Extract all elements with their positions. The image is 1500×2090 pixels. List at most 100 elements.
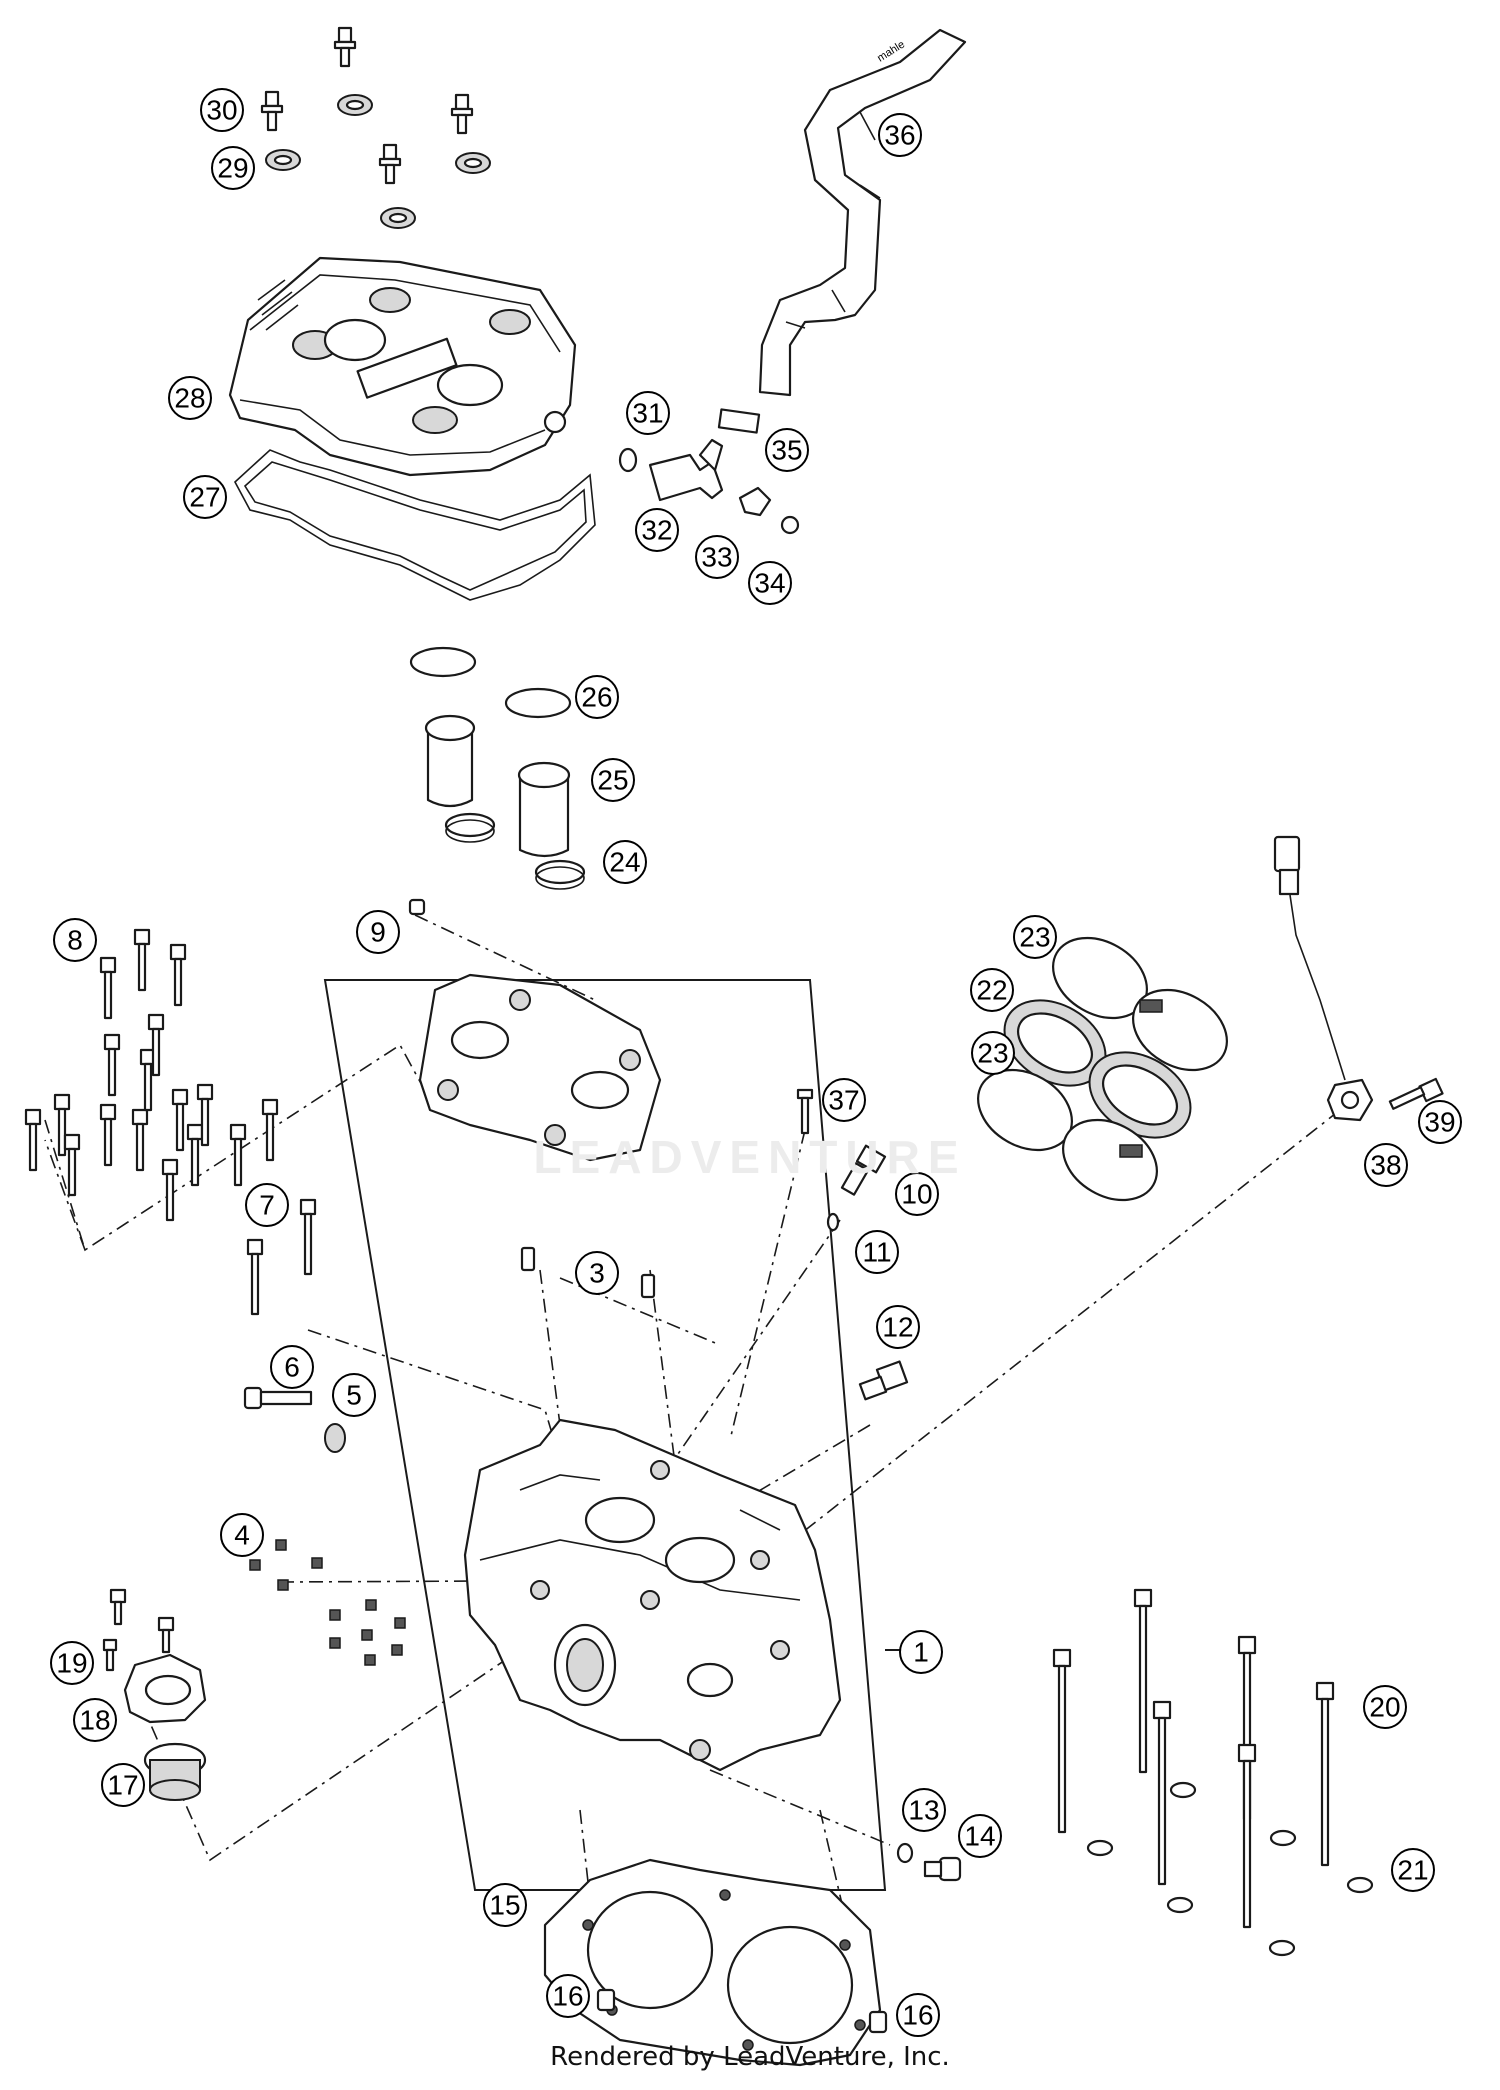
svg-text:13: 13: [908, 1795, 939, 1826]
bolt-39: [1388, 1077, 1444, 1110]
callout-4: 4: [220, 1513, 264, 1557]
svg-text:39: 39: [1424, 1107, 1455, 1138]
thermostat-housing: [102, 1588, 207, 1801]
svg-text:19: 19: [56, 1648, 87, 1679]
svg-text:9: 9: [370, 917, 386, 948]
callout-25: 25: [591, 758, 635, 802]
screw-37: [796, 1088, 814, 1135]
watermark: LEADVENTURE: [533, 1131, 967, 1183]
callout-37: 37: [822, 1078, 866, 1122]
svg-text:34: 34: [754, 568, 785, 599]
callout-31: 31: [626, 391, 670, 435]
svg-text:12: 12: [882, 1312, 913, 1343]
callout-19: 19: [50, 1641, 94, 1685]
callout-18: 18: [73, 1698, 117, 1742]
callout-12: 12: [876, 1305, 920, 1349]
callout-39: 39: [1418, 1100, 1462, 1144]
cylinder-head-frame: [323, 979, 887, 1891]
svg-text:35: 35: [771, 435, 802, 466]
svg-text:6: 6: [284, 1352, 300, 1383]
svg-text:29: 29: [217, 153, 248, 184]
camshaft-carrier: [408, 898, 662, 1162]
svg-text:36: 36: [884, 120, 915, 151]
callout-16-right: 16: [896, 1993, 940, 2037]
svg-text:32: 32: [641, 515, 672, 546]
callout-7: 7: [245, 1183, 289, 1227]
spark-plug-sleeves: [409, 646, 586, 890]
svg-text:16: 16: [552, 1981, 583, 2012]
callout-29: 29: [211, 146, 255, 190]
knock-sensor: [1273, 835, 1374, 1122]
banjo-bolt: [243, 1386, 313, 1410]
callout-20: 20: [1363, 1685, 1407, 1729]
callout-17: 17: [101, 1763, 145, 1807]
head-bolts-7: [246, 1198, 317, 1316]
svg-text:1: 1: [913, 1637, 929, 1668]
svg-text:33: 33: [701, 542, 732, 573]
callout-32: 32: [635, 508, 679, 552]
svg-text:30: 30: [206, 95, 237, 126]
cylinder-head: [463, 1418, 842, 1772]
svg-text:27: 27: [189, 482, 220, 513]
callout-28: 28: [168, 376, 212, 420]
callout-24: 24: [603, 840, 647, 884]
valve-cover: [228, 256, 577, 477]
svg-text:14: 14: [964, 1821, 995, 1852]
callout-10: 10: [895, 1172, 939, 1216]
callout-8: 8: [53, 918, 97, 962]
svg-text:15: 15: [489, 1890, 520, 1921]
svg-text:26: 26: [581, 682, 612, 713]
svg-text:11: 11: [862, 1237, 891, 1268]
callout-22: 22: [970, 968, 1014, 1012]
callout-6: 6: [270, 1345, 314, 1389]
svg-text:5: 5: [346, 1380, 362, 1411]
svg-text:23: 23: [1019, 922, 1050, 953]
svg-text:18: 18: [79, 1705, 110, 1736]
plug-14: [923, 1856, 962, 1882]
valve-cover-gasket: [234, 449, 596, 601]
callout-23-top: 23: [1013, 915, 1057, 959]
callout-30: 30: [200, 88, 244, 132]
svg-text:37: 37: [828, 1085, 859, 1116]
o-ring-11: [826, 1212, 840, 1232]
callout-15: 15: [483, 1883, 527, 1927]
callout-26: 26: [575, 675, 619, 719]
callout-35: 35: [765, 428, 809, 472]
svg-text:7: 7: [259, 1190, 275, 1221]
svg-text:31: 31: [632, 398, 663, 429]
valve-cover-bolts: [260, 26, 491, 229]
callout-11: 11: [855, 1230, 899, 1274]
svg-text:24: 24: [609, 847, 640, 878]
callout-9: 9: [356, 910, 400, 954]
svg-text:22: 22: [976, 975, 1007, 1006]
cylinder-head-bolts: [24, 928, 279, 1222]
head-gasket: [543, 1858, 882, 2067]
svg-text:28: 28: [174, 383, 205, 414]
dowel-pin: [640, 1273, 656, 1299]
breather-fittings: [618, 408, 800, 535]
seal-ring-13: [896, 1842, 914, 1864]
dowel-pin: [520, 1246, 536, 1272]
callout-1: 1: [899, 1630, 943, 1674]
callout-27: 27: [183, 475, 227, 519]
footer-credit: Rendered by LeadVenture, Inc.: [550, 2042, 950, 2072]
temperature-sensor: [840, 1144, 887, 1196]
callout-21: 21: [1391, 1848, 1435, 1892]
callout-33: 33: [695, 535, 739, 579]
svg-text:21: 21: [1397, 1855, 1428, 1886]
sealing-washer: [324, 1423, 346, 1453]
svg-text:3: 3: [589, 1258, 605, 1289]
callout-14: 14: [958, 1814, 1002, 1858]
svg-text:38: 38: [1370, 1150, 1401, 1181]
svg-text:20: 20: [1369, 1692, 1400, 1723]
callout-23-bottom: 23: [971, 1031, 1015, 1075]
callout-38: 38: [1364, 1143, 1408, 1187]
svg-text:8: 8: [67, 925, 83, 956]
callout-36: 36: [878, 113, 922, 157]
long-head-bolts: [1052, 1588, 1374, 1957]
svg-text:16: 16: [902, 2000, 933, 2031]
svg-text:23: 23: [977, 1038, 1008, 1069]
svg-text:25: 25: [597, 765, 628, 796]
dowel-sleeves: [596, 1988, 888, 2034]
